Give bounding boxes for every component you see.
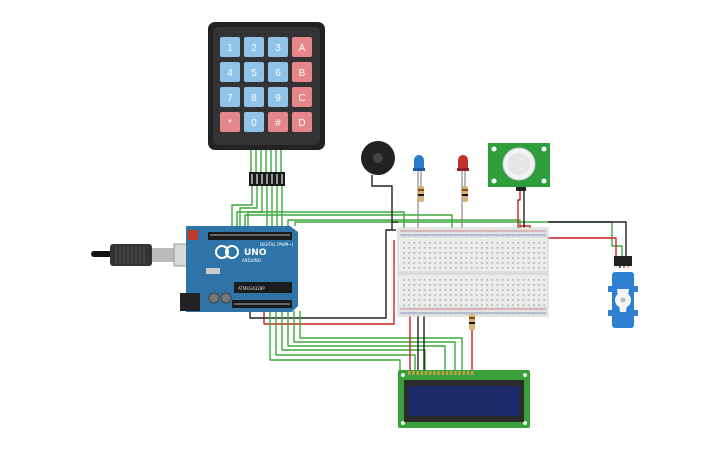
chip-label: ATMEGA328P [238,286,265,291]
key-2[interactable]: 2 [244,37,264,57]
key-4[interactable]: 4 [220,62,240,82]
key-*[interactable]: * [220,112,240,132]
arduino-logo-icon [215,245,229,259]
key-label: D [298,118,305,129]
key-label: 7 [227,93,233,104]
resistor-1 [418,186,424,202]
key-8[interactable]: 8 [244,87,264,107]
buzzer[interactable] [361,141,395,175]
reset-button[interactable] [188,230,198,240]
key-6[interactable]: 6 [268,62,288,82]
key-#[interactable]: # [268,112,288,132]
key-label: 0 [251,118,257,129]
key-label: B [299,68,306,79]
brand-label: ARDUINO [242,258,261,263]
capacitor [208,292,220,304]
key-label: C [298,93,305,104]
crystal [206,268,220,274]
key-label: * [228,118,232,129]
key-7[interactable]: 7 [220,87,240,107]
atmega-chip [234,282,292,293]
lcd[interactable] [398,370,530,428]
key-label: 9 [275,93,281,104]
resistor-3 [469,314,475,330]
keypad[interactable]: 1 2 3 A 4 5 6 B 7 8 9 C * 0 # D [208,22,325,186]
key-C[interactable]: C [292,87,312,107]
key-label: 5 [251,68,257,79]
board-label: UNO [244,248,267,258]
key-label: 6 [275,68,281,79]
key-label: 1 [227,43,233,54]
key-3[interactable]: 3 [268,37,288,57]
arduino-uno[interactable]: DIGITAL (PWM~) UNO ARDUINO ATMEGA328P [180,226,298,312]
key-label: 2 [251,43,257,54]
key-label: 8 [251,93,257,104]
power-jack [180,293,200,311]
key-5[interactable]: 5 [244,62,264,82]
key-label: # [275,118,281,129]
breadboard-holes [403,230,546,315]
breadboard [397,227,549,317]
led-red[interactable] [457,155,469,171]
usb-cable [91,243,195,267]
header-label: DIGITAL (PWM~) [260,242,294,247]
led-blue[interactable] [413,155,425,171]
keypad-keys: 1 2 3 A 4 5 6 B 7 8 9 C * 0 # D [220,37,312,132]
pir-sensor[interactable] [488,143,550,191]
wires [231,148,629,370]
key-label: 4 [227,68,233,79]
key-1[interactable]: 1 [220,37,240,57]
lcd-screen [409,386,519,416]
key-A[interactable]: A [292,37,312,57]
key-9[interactable]: 9 [268,87,288,107]
key-0[interactable]: 0 [244,112,264,132]
servo[interactable] [608,256,638,328]
key-label: 3 [275,43,281,54]
key-D[interactable]: D [292,112,312,132]
key-B[interactable]: B [292,62,312,82]
key-label: A [299,43,306,54]
resistor-2 [462,186,468,202]
